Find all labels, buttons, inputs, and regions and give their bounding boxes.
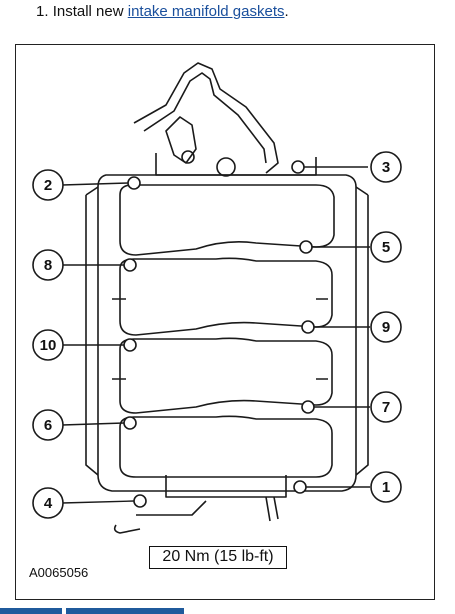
callout-label: 7 xyxy=(382,399,390,416)
throttle-bracket xyxy=(165,116,197,164)
callout-circles xyxy=(32,151,402,519)
runner-2 xyxy=(119,257,333,336)
bolt-7 xyxy=(301,400,315,414)
bolt-10 xyxy=(123,338,137,352)
callout-label: 4 xyxy=(44,495,53,512)
runner-3 xyxy=(119,337,333,414)
runner-4 xyxy=(119,415,333,478)
bottom-nav-tab[interactable] xyxy=(0,608,62,614)
bolt-5 xyxy=(299,240,313,254)
bolt-9 xyxy=(301,320,315,334)
throttle-body xyxy=(216,157,236,177)
bolt-1 xyxy=(293,480,307,494)
callout-label: 5 xyxy=(382,239,390,256)
step-suffix: . xyxy=(284,3,289,20)
bolt-4 xyxy=(133,494,147,508)
step-number: 1. xyxy=(36,3,49,20)
callout-label: 1 xyxy=(382,479,390,496)
instruction-step: 1. Install new intake manifold gaskets. xyxy=(36,2,289,22)
manifold-illustration: 2 3 8 5 10 9 6 7 4 1 xyxy=(32,62,402,534)
bolt-8 xyxy=(123,258,137,272)
bottom-nav-tab[interactable] xyxy=(66,608,184,614)
callout-label: 10 xyxy=(40,337,57,354)
callout-label: 8 xyxy=(44,257,52,274)
intake-manifold-diagram: 2 3 8 5 10 9 6 7 4 1 20 Nm (15 lb-ft) A0… xyxy=(15,44,435,600)
bolt-2 xyxy=(127,176,141,190)
callout-label: 2 xyxy=(44,177,52,194)
step-text: Install new xyxy=(52,3,124,20)
callout-1 xyxy=(370,471,402,503)
bolt-6 xyxy=(123,416,137,430)
callout-label: 9 xyxy=(382,319,390,336)
vacuum-tube xyxy=(113,500,207,534)
leader-lines xyxy=(61,166,370,504)
callout-7 xyxy=(370,391,402,423)
callout-5 xyxy=(370,231,402,263)
callout-3 xyxy=(370,151,402,183)
bolt-3 xyxy=(291,160,305,174)
callout-label: 6 xyxy=(44,417,52,434)
callout-4 xyxy=(32,487,64,519)
callout-10 xyxy=(32,329,64,361)
callout-8 xyxy=(32,249,64,281)
lower-rail xyxy=(165,475,287,498)
figure-id: A0065056 xyxy=(29,565,89,580)
callout-2 xyxy=(32,169,64,201)
throttle-linkage xyxy=(133,62,279,174)
gasket-outline xyxy=(97,174,357,492)
callout-9 xyxy=(370,311,402,343)
intake-manifold-gaskets-link[interactable]: intake manifold gaskets xyxy=(127,3,285,20)
callout-label: 3 xyxy=(382,159,390,176)
callout-6 xyxy=(32,409,64,441)
torque-spec-label: 20 Nm (15 lb-ft) xyxy=(149,546,287,569)
